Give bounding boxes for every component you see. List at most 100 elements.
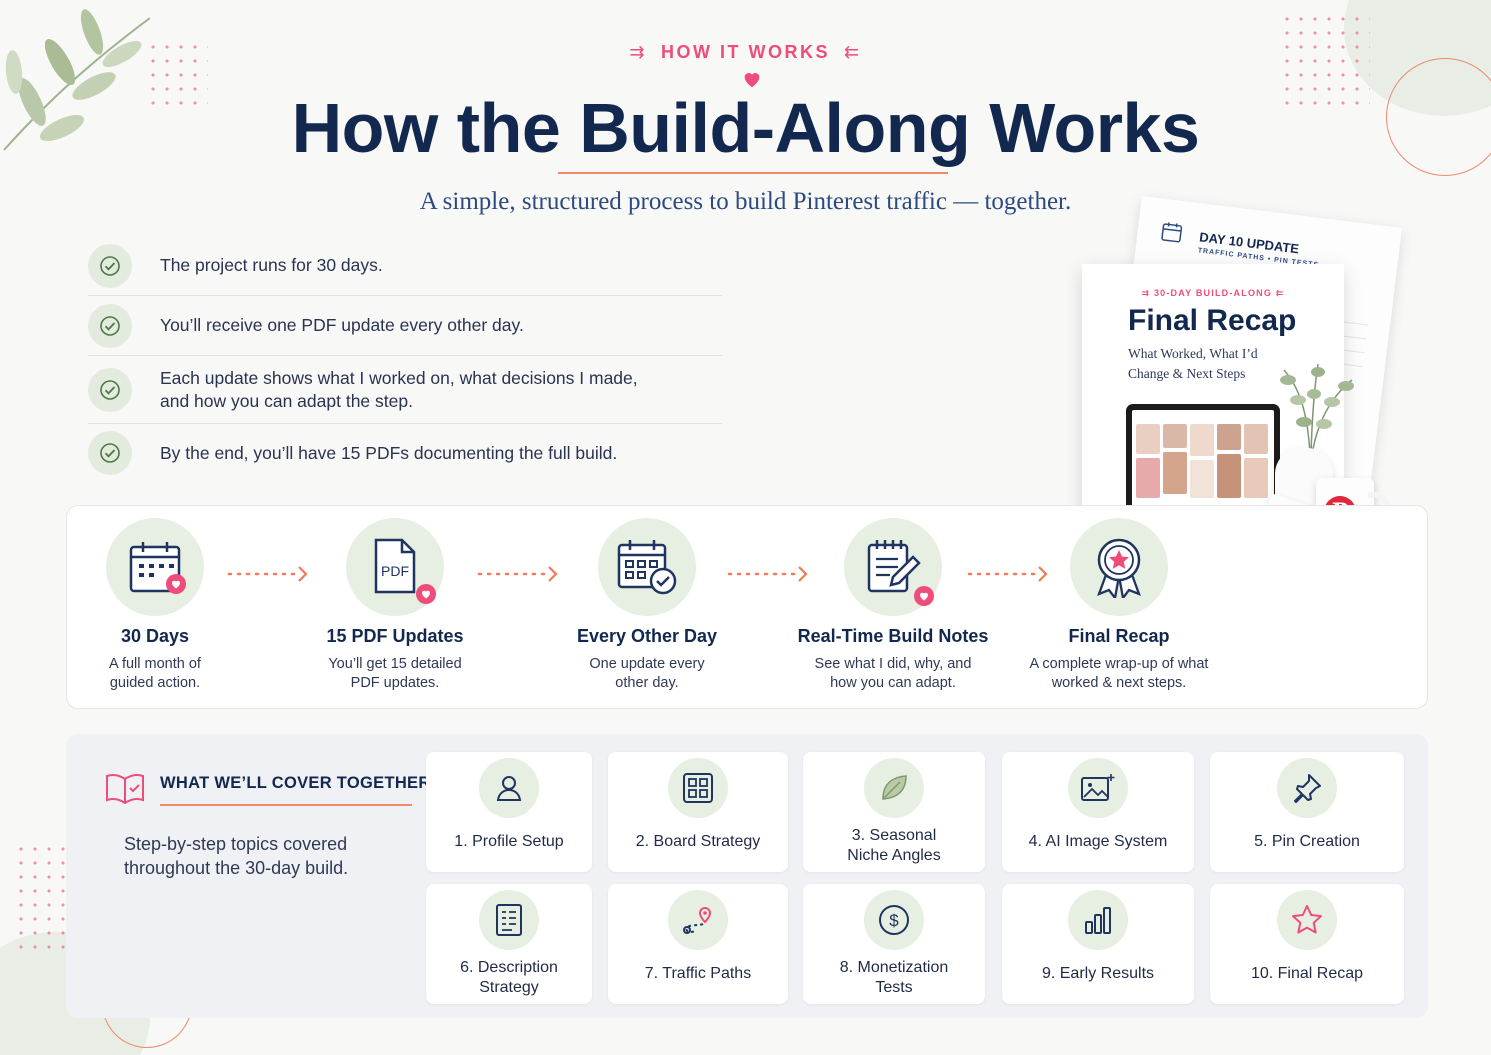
step-real-time-build-notes: Real-Time Build Notes See what I did, wh… <box>783 518 1003 693</box>
topic-label: 10. Final Recap <box>1250 965 1364 982</box>
document-title: Final Recap <box>1128 304 1297 337</box>
document-eyebrow: ⇉ 30-DAY BUILD-ALONG ⇇ <box>1141 288 1285 298</box>
svg-text:$: $ <box>889 911 899 930</box>
cover-desc: Step-by-step topics covered throughout t… <box>124 834 349 879</box>
topic-label: 8. Monetization Tests <box>839 959 949 996</box>
topic-card-description-strategy: 6. Description Strategy <box>426 884 592 1004</box>
svg-text:PDF: PDF <box>381 563 409 579</box>
calendar-check-icon <box>617 540 677 595</box>
page-title: How the Build-Along Works <box>291 89 1200 167</box>
grid-icon <box>668 758 728 818</box>
laptop-image <box>1126 404 1280 516</box>
pin-thumbnail <box>1217 454 1241 498</box>
eyebrow: ⇉HOW IT WORKS⇇ <box>629 42 862 62</box>
check-circle-icon <box>88 243 132 288</box>
list-item: By the end, you’ll have 15 PDFs document… <box>88 424 722 482</box>
list-item: You’ll receive one PDF update every othe… <box>88 296 722 356</box>
step-icon-circle <box>1070 518 1168 616</box>
pin-thumbnail <box>1244 424 1268 454</box>
notepad-icon <box>867 540 921 593</box>
cover-underline <box>160 804 412 806</box>
step-desc: A full month of guided action. <box>109 656 201 691</box>
dotted-arrow-icon <box>967 566 1048 582</box>
topic-label: 2. Board Strategy <box>635 833 761 850</box>
pushpin-icon <box>1277 758 1337 818</box>
topic-label: 4. AI Image System <box>1028 833 1168 850</box>
topic-label: 6. Description Strategy <box>460 959 558 996</box>
step-icon-circle: PDF <box>346 518 444 616</box>
list-item: The project runs for 30 days. <box>88 236 722 296</box>
day-10-update-document: DAY 10 UPDATE TRAFFIC PATHS • PIN TESTS <box>1103 196 1403 546</box>
steps-card: 30 Days A full month of guided action. P… <box>66 505 1428 709</box>
pin-thumbnail <box>1136 424 1160 454</box>
topic-label: 7. Traffic Paths <box>644 965 752 982</box>
pinterest-screen <box>1132 410 1274 510</box>
pin-thumbnail <box>1163 424 1187 448</box>
topic-label: 1. Profile Setup <box>454 833 564 850</box>
heart-badge-icon <box>914 586 934 606</box>
title-underline <box>558 172 948 174</box>
pin-thumbnail <box>1217 424 1241 450</box>
step-final-recap: Final Recap A complete wrap-up of what w… <box>1009 518 1229 693</box>
topic-card-board-strategy: 2. Board Strategy <box>608 752 788 872</box>
step-title: 30 Days <box>120 626 190 646</box>
pin-thumbnail <box>1244 458 1268 498</box>
step-15-pdf-updates: PDF 15 PDF Updates You’ll get 15 detaile… <box>285 518 505 693</box>
dotted-arrow-icon <box>477 566 558 582</box>
step-title: Final Recap <box>1068 626 1170 646</box>
step-title: 15 PDF Updates <box>326 626 464 646</box>
arrow-left-decoration: ⇇ <box>843 42 862 62</box>
bullet-text: By the end, you’ll have 15 PDFs document… <box>160 442 618 463</box>
step-icon-circle <box>598 518 696 616</box>
ring-decoration <box>1386 58 1491 176</box>
document-subtitle: What Worked, What I’d Change & Next Step… <box>1128 346 1258 381</box>
bullet-text: Each update shows what I worked on, what… <box>160 367 638 411</box>
topic-card-ai-image-system: 4. AI Image System <box>1002 752 1194 872</box>
heart-badge-icon <box>166 574 186 594</box>
topic-card-early-results: 9. Early Results <box>1002 884 1194 1004</box>
step-icon-circle <box>844 518 942 616</box>
leaf-icon <box>864 758 924 818</box>
list-item: Each update shows what I worked on, what… <box>88 356 722 424</box>
step-every-other-day: Every Other Day One update every other d… <box>537 518 757 693</box>
leaf-branch-decoration <box>3 9 151 151</box>
step-desc: A complete wrap-up of what worked & next… <box>1029 656 1209 691</box>
dotted-arrow-icon <box>227 566 308 582</box>
topic-label: 5. Pin Creation <box>1254 833 1360 850</box>
heart-badge-icon <box>416 584 436 604</box>
route-pin-icon <box>668 890 728 950</box>
open-book-icon <box>106 774 144 804</box>
dots-decoration <box>146 40 208 106</box>
page-subtitle: A simple, structured process to build Pi… <box>419 188 1072 215</box>
check-circle-icon <box>88 367 132 412</box>
bullet-text: You’ll receive one PDF update every othe… <box>160 315 524 336</box>
pin-thumbnail <box>1163 452 1187 494</box>
topic-card-monetization-tests: $ 8. Monetization Tests <box>803 884 985 1004</box>
topic-label: 9. Early Results <box>1041 965 1155 982</box>
topic-card-profile-setup: 1. Profile Setup <box>426 752 592 872</box>
topic-label: 3. Seasonal Niche Angles <box>847 827 941 864</box>
pin-thumbnail <box>1190 424 1214 456</box>
dotted-arrow-icon <box>727 566 808 582</box>
step-desc: One update every other day. <box>589 656 705 691</box>
topic-card-traffic-paths: 7. Traffic Paths <box>608 884 788 1004</box>
calendar-icon <box>1161 222 1183 243</box>
pin-thumbnail <box>1190 460 1214 498</box>
check-circle-icon <box>88 303 132 348</box>
step-desc: See what I did, why, and how you can ada… <box>814 656 972 691</box>
step-30-days: 30 Days A full month of guided action. <box>45 518 265 693</box>
topic-card-final-recap: 10. Final Recap <box>1210 884 1404 1004</box>
dots-decoration <box>1280 12 1370 106</box>
cover-title: WHAT WE’LL COVER TOGETHER <box>160 774 431 792</box>
check-circle-icon <box>88 431 132 475</box>
user-icon <box>479 758 539 818</box>
award-ribbon-icon <box>1097 538 1141 598</box>
topic-card-pin-creation: 5. Pin Creation <box>1210 752 1404 872</box>
step-desc: You’ll get 15 detailed PDF updates. <box>328 656 462 691</box>
topic-card-seasonal-niche-angles: 3. Seasonal Niche Angles <box>803 752 985 872</box>
document-icon <box>479 890 539 950</box>
dollar-icon: $ <box>864 890 924 950</box>
bullet-text: The project runs for 30 days. <box>160 255 383 276</box>
step-title: Real-Time Build Notes <box>797 626 989 646</box>
pin-thumbnail <box>1136 458 1160 498</box>
